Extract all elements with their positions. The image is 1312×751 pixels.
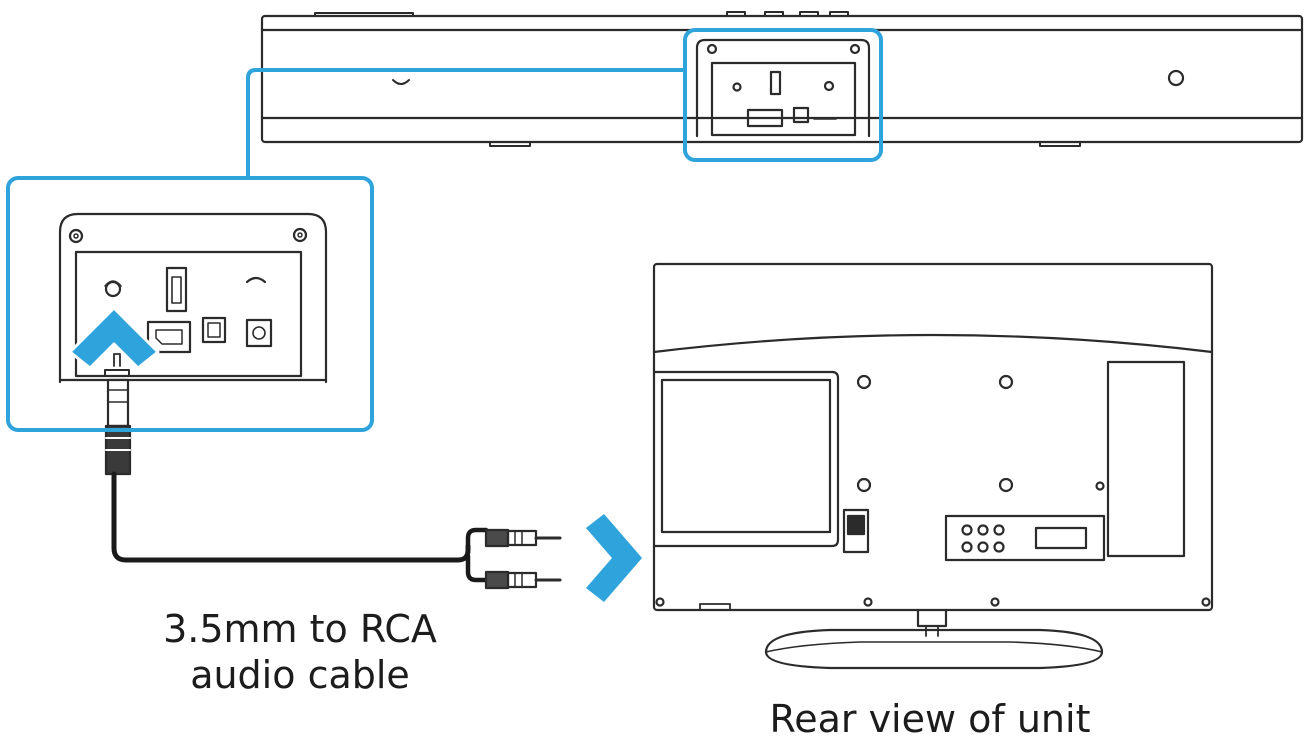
aux-jack <box>104 280 122 298</box>
rca-plug-bottom <box>484 570 562 590</box>
power-switch <box>842 508 870 554</box>
tv-port-panel <box>944 514 1106 562</box>
dc-port <box>245 318 273 348</box>
chevron-up-icon <box>68 306 160 370</box>
ir-sensor <box>245 276 267 284</box>
optical-port <box>201 316 227 344</box>
enlarged-port-panel <box>58 212 328 384</box>
cable-caption-line2: audio cable <box>190 653 410 697</box>
cable-caption-line1: 3.5mm to RCA <box>163 607 437 651</box>
soundbar-highlight-box <box>683 28 883 162</box>
soundbar-rear-panel <box>695 38 871 138</box>
rca-plug-top <box>484 528 562 548</box>
soundbar <box>260 11 1304 147</box>
chevron-right-icon <box>586 514 642 602</box>
rear-view-caption: Rear view of unit <box>769 697 1091 741</box>
enlarged-highlight-box <box>6 176 374 432</box>
callout-connector-line <box>246 68 685 178</box>
tv-rear <box>652 262 1214 670</box>
tv-stand <box>764 608 1104 670</box>
highlight-callouts <box>6 28 883 432</box>
usb-port <box>165 266 188 313</box>
cable-caption: 3.5mm to RCA audio cable <box>120 606 480 698</box>
audio-cable <box>104 353 562 590</box>
